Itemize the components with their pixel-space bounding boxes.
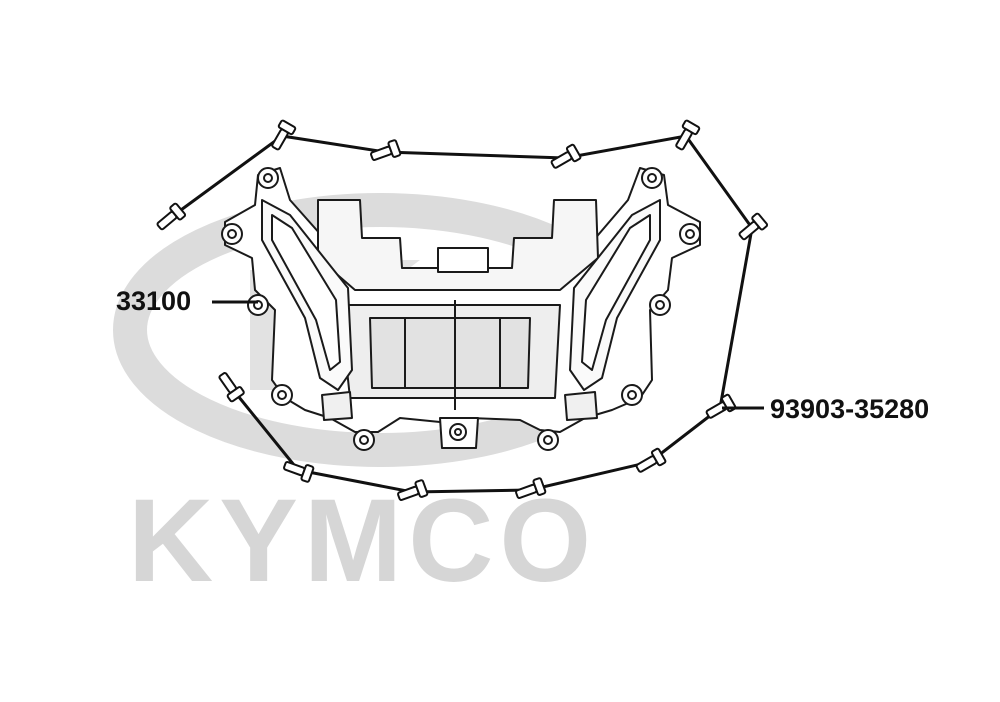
leader-lines: [212, 300, 764, 410]
screw-icon: [370, 139, 402, 161]
screw-icon: [283, 461, 315, 483]
screw-icon: [738, 212, 769, 241]
screw-icon: [218, 372, 245, 403]
screw-icon: [397, 479, 429, 501]
screw-icon: [271, 119, 297, 151]
screw-connection-lines: [168, 134, 754, 494]
watermark-text: KYMCO: [128, 475, 598, 607]
part-label-screw: 93903-35280: [770, 394, 930, 424]
part-label-assembly: 33100: [116, 286, 192, 316]
screws-93903-35280: [156, 119, 769, 501]
screw-icon: [550, 143, 582, 169]
mounting-bosses: [221, 167, 701, 451]
screw-icon: [635, 447, 667, 473]
screw-icon: [515, 477, 547, 499]
screw-icon: [675, 119, 701, 151]
light-assembly-33100: [224, 167, 701, 449]
screw-icon: [156, 202, 187, 231]
